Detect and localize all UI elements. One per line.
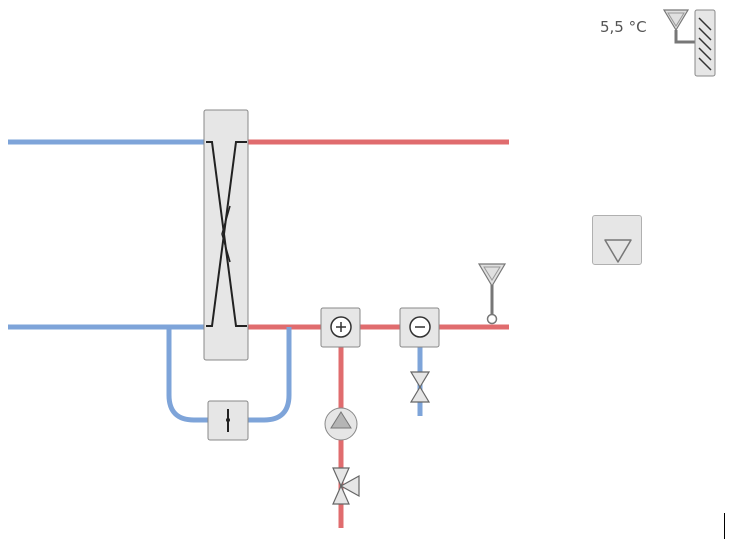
cooling-valve-icon[interactable] <box>409 371 431 403</box>
supply-temperature-sensor-icon <box>477 263 507 325</box>
bypass-damper-icon[interactable] <box>207 400 249 441</box>
sensor-button[interactable] <box>592 215 642 265</box>
pump-icon[interactable] <box>324 407 358 441</box>
sensor-button-icon <box>604 239 632 263</box>
heating-coil-icon[interactable] <box>320 307 361 348</box>
text-cursor <box>724 513 725 539</box>
cooling-coil-icon[interactable] <box>399 307 440 348</box>
heat-exchanger-icon <box>203 109 249 361</box>
outdoor-temperature-value: 5,5 °C <box>600 18 647 36</box>
valve-icon[interactable] <box>332 467 360 505</box>
outdoor-sensor-icon <box>662 9 716 77</box>
